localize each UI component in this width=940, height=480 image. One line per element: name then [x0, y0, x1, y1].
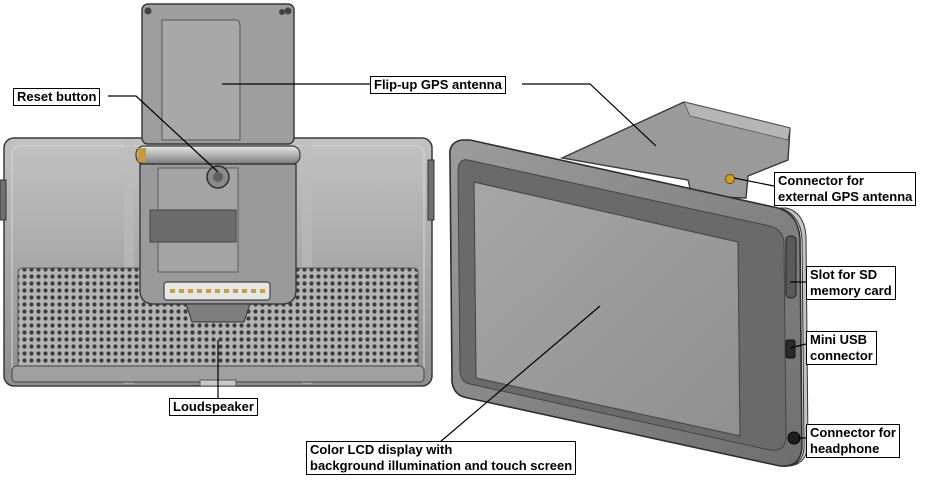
label-mini-usb: Mini USB connector [806, 331, 877, 365]
label-lcd-display: Color LCD display with background illumi… [306, 441, 577, 475]
label-headphone-connector: Connector for headphone [806, 424, 900, 458]
device-front-view [448, 101, 809, 467]
mini-usb-port[interactable] [785, 339, 796, 359]
label-flip-up-antenna-text: Flip-up GPS antenna [374, 77, 502, 92]
label-plate [149, 209, 237, 243]
label-headphone-line2: headphone [810, 441, 880, 456]
label-headphone-line1: Connector for [810, 425, 896, 440]
sd-card-slot[interactable] [785, 235, 797, 299]
label-lcd-line2: background illumination and touch screen [310, 458, 573, 473]
label-loudspeaker: Loudspeaker [169, 398, 258, 416]
device-back-view [0, 3, 435, 387]
label-sd-slot: Slot for SD memory card [806, 266, 896, 300]
leader-lines [108, 83, 807, 443]
label-mini-usb-line2: connector [810, 348, 873, 363]
label-lcd-line1: Color LCD display with [310, 442, 453, 457]
label-reset-button-text: Reset button [17, 89, 97, 104]
label-external-antenna-line1: Connector for [778, 173, 864, 188]
label-flip-up-antenna: Flip-up GPS antenna [370, 76, 506, 94]
label-loudspeaker-text: Loudspeaker [173, 399, 254, 414]
external-antenna-connector[interactable] [725, 174, 735, 184]
label-sd-slot-line2: memory card [810, 283, 892, 298]
dock-pins [170, 289, 265, 293]
label-external-antenna-line2: external GPS antenna [778, 189, 913, 204]
antenna-hinge [135, 145, 301, 165]
lcd-screen[interactable] [473, 181, 741, 437]
label-sd-slot-line1: Slot for SD [810, 267, 878, 282]
label-external-antenna-connector: Connector for external GPS antenna [774, 172, 917, 206]
label-reset-button: Reset button [13, 88, 101, 106]
label-mini-usb-line1: Mini USB [810, 332, 868, 347]
